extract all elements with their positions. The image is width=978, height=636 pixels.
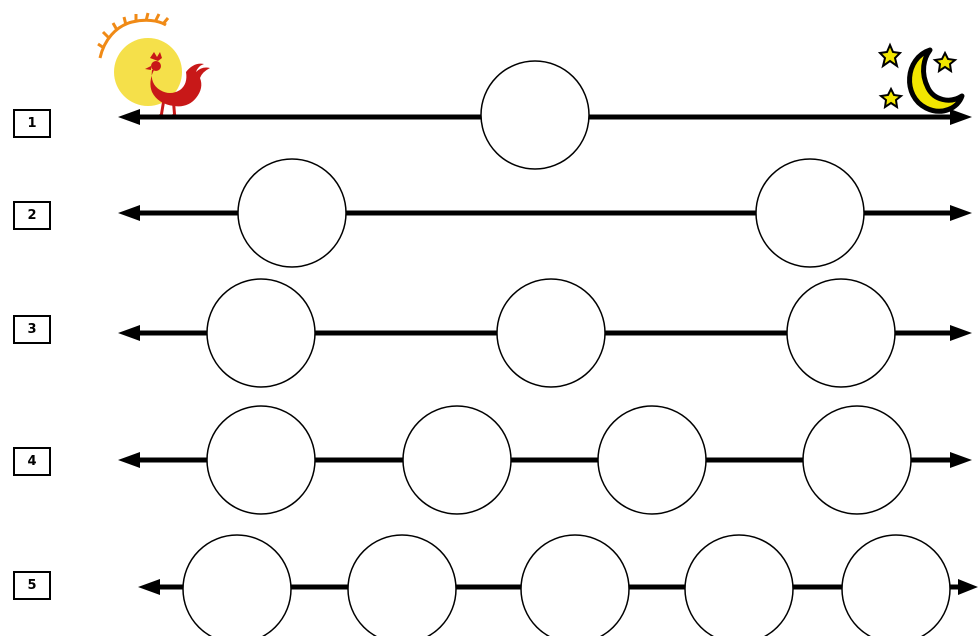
answer-circle-2-1[interactable] bbox=[238, 159, 346, 267]
answer-circle-2-2[interactable] bbox=[756, 159, 864, 267]
answer-circle-4-3[interactable] bbox=[598, 406, 706, 514]
arrow-right-2 bbox=[950, 205, 972, 221]
arrow-left-1 bbox=[118, 109, 140, 125]
answer-circle-5-5[interactable] bbox=[842, 535, 950, 636]
timeline-row-4 bbox=[118, 406, 972, 514]
sun-rooster-icon bbox=[98, 13, 210, 116]
arrow-right-4 bbox=[950, 452, 972, 468]
answer-circle-3-2[interactable] bbox=[497, 279, 605, 387]
answer-circle-5-2[interactable] bbox=[348, 535, 456, 636]
answer-circle-4-1[interactable] bbox=[207, 406, 315, 514]
answer-circle-4-2[interactable] bbox=[403, 406, 511, 514]
answer-circle-1-1[interactable] bbox=[481, 61, 589, 169]
answer-circle-3-3[interactable] bbox=[787, 279, 895, 387]
arrow-left-4 bbox=[118, 452, 140, 468]
arrow-right-5 bbox=[958, 579, 978, 595]
moon-stars-icon bbox=[880, 45, 962, 111]
timeline-row-5 bbox=[138, 535, 978, 636]
arrow-left-5 bbox=[138, 579, 160, 595]
timeline-row-2 bbox=[118, 159, 972, 267]
timeline-row-3 bbox=[118, 279, 972, 387]
arrow-right-1 bbox=[950, 109, 972, 125]
answer-circle-3-1[interactable] bbox=[207, 279, 315, 387]
answer-circle-5-4[interactable] bbox=[685, 535, 793, 636]
arrow-left-2 bbox=[118, 205, 140, 221]
answer-circle-5-1[interactable] bbox=[183, 535, 291, 636]
answer-circle-5-3[interactable] bbox=[521, 535, 629, 636]
answer-circle-4-4[interactable] bbox=[803, 406, 911, 514]
arrow-left-3 bbox=[118, 325, 140, 341]
arrow-right-3 bbox=[950, 325, 972, 341]
timeline-row-1 bbox=[118, 61, 972, 169]
